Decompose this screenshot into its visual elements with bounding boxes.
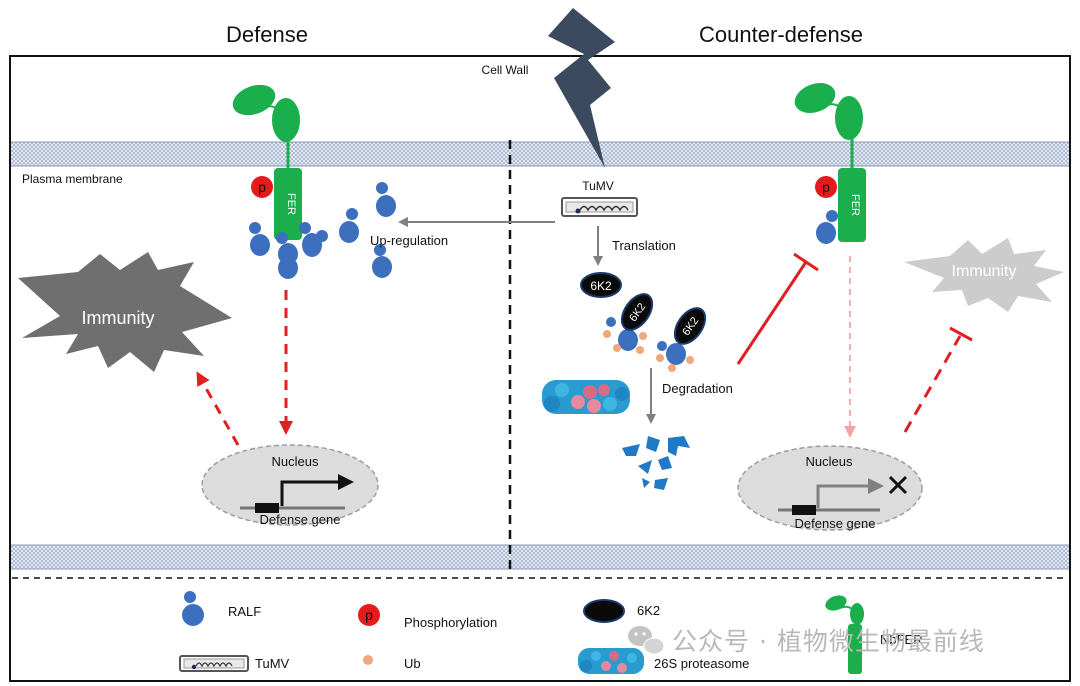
svg-text:Immunity: Immunity	[81, 308, 154, 328]
defense-gene-label-left: Defense gene	[260, 512, 341, 527]
watermark-text: 公众号 · 植物微生物最前线	[672, 627, 985, 656]
defense-gene-label-right: Defense gene	[795, 516, 876, 531]
legend-tumv-label: TuMV	[255, 656, 290, 671]
tumv-label: TuMV	[582, 179, 614, 193]
legend-proteasome-icon	[578, 648, 644, 674]
legend-ub-label: Ub	[404, 656, 421, 671]
immunity-burst-left: Immunity	[18, 252, 232, 372]
ralf-free-left	[339, 182, 396, 278]
plasma-membrane-label: Plasma membrane	[22, 172, 123, 186]
6k2-protein: 6K2	[580, 272, 622, 298]
fer-label-left: FER	[285, 193, 297, 215]
phospho-badge-right: p	[815, 176, 837, 198]
fer-receptor-right: FER	[794, 83, 866, 242]
cell-wall-label: Cell Wall	[482, 63, 529, 77]
signal-arrow-to-immunity-left	[196, 371, 240, 446]
legend-phospho-label: Phosphorylation	[404, 615, 497, 630]
nucleus-label-right: Nucleus	[806, 454, 853, 469]
lower-membrane	[11, 544, 1069, 570]
translation-label: Translation	[612, 238, 676, 253]
ralf-cluster-left	[249, 222, 328, 279]
legend-6k2-label: 6K2	[637, 603, 660, 618]
wechat-icon	[628, 626, 665, 655]
fer-receptor-left: FER	[232, 84, 302, 240]
watermark: 公众号 · 植物微生物最前线	[628, 626, 985, 656]
block-x-icon	[888, 475, 908, 495]
legend-nbfer-icon	[825, 595, 864, 674]
up-regulation-label: Up-regulation	[370, 233, 448, 248]
legend-ub-icon	[363, 655, 373, 665]
upper-membrane	[11, 141, 1069, 167]
inhibition-line-immunity	[903, 326, 973, 433]
inhibition-line-fer	[736, 252, 819, 365]
fer-label-right: FER	[849, 194, 861, 216]
legend-nbfer-label: NbFER	[880, 632, 923, 647]
legend-phospho-icon: p	[358, 604, 380, 626]
ub-6k2-complex-2: 6K2	[656, 307, 707, 372]
degraded-fragments	[622, 436, 690, 490]
svg-text:p: p	[365, 607, 373, 623]
nucleus-label-left: Nucleus	[272, 454, 319, 469]
legend-tumv-icon	[179, 655, 249, 672]
nucleus-left: Nucleus Defense gene	[201, 444, 379, 527]
immunity-burst-right: Immunity	[904, 238, 1064, 312]
ub-6k2-complex-1: 6K2	[603, 293, 654, 354]
degradation-label: Degradation	[662, 381, 733, 396]
svg-text:p: p	[822, 179, 830, 195]
svg-text:6K2: 6K2	[590, 279, 612, 293]
defense-header: Defense	[226, 22, 308, 47]
legend-ralf-label: RALF	[228, 604, 261, 619]
ralf-bound-right	[816, 210, 838, 244]
outer-frame	[9, 55, 1071, 682]
svg-text:Immunity: Immunity	[952, 263, 1017, 280]
legend-6k2-icon	[583, 599, 625, 623]
phospho-badge-left: p	[251, 176, 273, 198]
lightning-bolt-icon	[548, 8, 615, 168]
counter-defense-header: Counter-defense	[699, 22, 863, 47]
nucleus-right: Nucleus Defense gene	[737, 445, 923, 531]
legend-proteasome-label: 26S proteasome	[654, 656, 749, 671]
tumv-genome: TuMV	[561, 179, 638, 217]
legend-ralf-icon	[182, 591, 204, 626]
svg-text:p: p	[258, 179, 266, 195]
proteasome-main	[542, 380, 630, 414]
